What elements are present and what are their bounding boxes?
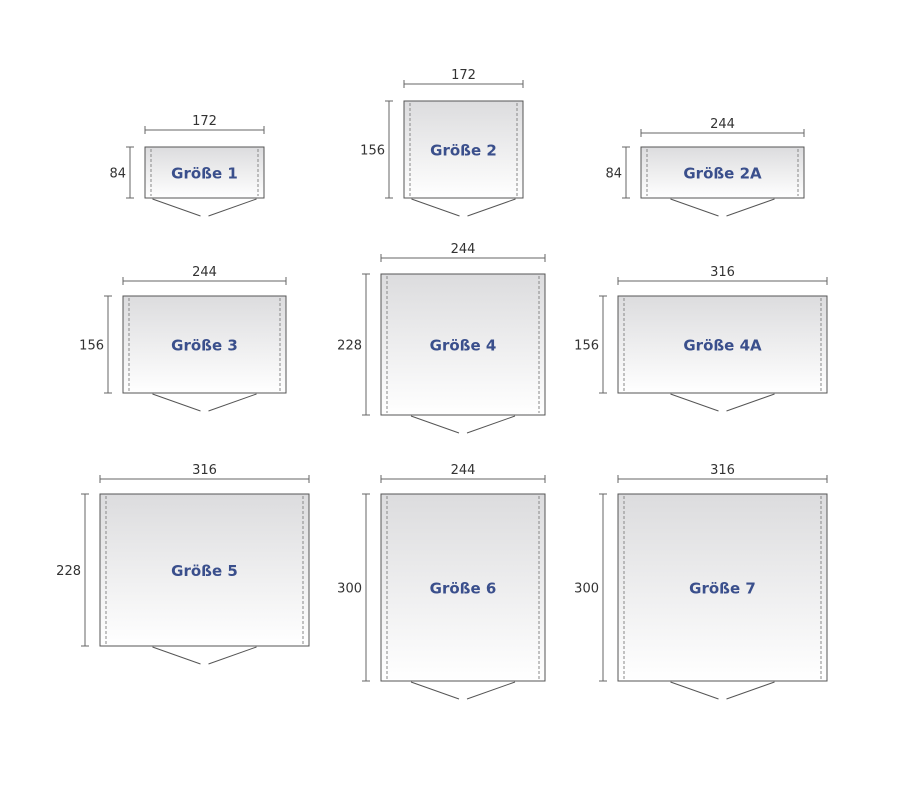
shed-outline xyxy=(617,493,828,682)
door-swing-left xyxy=(410,415,460,434)
door-swing-right xyxy=(726,393,775,412)
shed-size-4: 244 156 Größe 3 xyxy=(79,265,287,412)
size-label: Größe 7 xyxy=(689,580,756,598)
shed-size-8: 244 300 Größe 6 xyxy=(337,463,546,700)
depth-label: 300 xyxy=(337,582,362,597)
shed-size-6: 316 156 Größe 4A xyxy=(574,265,828,412)
door-swing-left xyxy=(152,198,201,217)
shed-size-7: 316 228 Größe 5 xyxy=(56,463,310,665)
door-swing-left xyxy=(670,393,719,412)
door-swing-left xyxy=(670,681,719,700)
width-label: 316 xyxy=(710,463,735,478)
door-swing-right xyxy=(208,646,257,665)
shed-outline xyxy=(403,100,524,199)
door-swing-left xyxy=(152,646,201,665)
door-swing-right xyxy=(208,198,257,217)
depth-label: 156 xyxy=(574,339,599,354)
shed-outline xyxy=(640,146,805,199)
width-label: 244 xyxy=(192,265,217,280)
depth-label: 84 xyxy=(109,167,126,182)
shed-size-2: 172 156 Größe 2 xyxy=(360,68,524,217)
shed-outline xyxy=(380,273,546,416)
size-label: Größe 2A xyxy=(683,165,762,183)
shed-size-1: 172 84 Größe 1 xyxy=(109,114,265,217)
size-label: Größe 1 xyxy=(171,165,238,183)
door-swing-right xyxy=(208,393,257,412)
depth-label: 84 xyxy=(605,167,622,182)
size-label: Größe 4A xyxy=(683,337,762,355)
door-swing-right xyxy=(466,415,516,434)
shed-size-3: 244 84 Größe 2A xyxy=(605,117,805,217)
depth-label: 156 xyxy=(79,339,104,354)
door-swing-left xyxy=(152,393,201,412)
width-label: 244 xyxy=(710,117,735,132)
width-label: 172 xyxy=(192,114,217,129)
size-label: Größe 6 xyxy=(430,580,497,598)
size-label: Größe 4 xyxy=(430,337,497,355)
shed-outline xyxy=(144,146,265,199)
width-label: 244 xyxy=(451,463,476,478)
shed-size-5: 244 228 Größe 4 xyxy=(337,242,546,434)
depth-label: 228 xyxy=(56,564,81,579)
depth-label: 228 xyxy=(337,339,362,354)
depth-label: 300 xyxy=(574,582,599,597)
size-label: Größe 2 xyxy=(430,142,497,160)
door-swing-right xyxy=(726,198,775,217)
door-swing-right xyxy=(467,198,516,217)
shed-outline xyxy=(380,493,546,682)
depth-label: 156 xyxy=(360,144,385,159)
door-swing-left xyxy=(410,681,460,700)
door-swing-right xyxy=(466,681,516,700)
door-swing-left xyxy=(670,198,719,217)
shed-outline xyxy=(617,295,828,394)
door-swing-right xyxy=(726,681,775,700)
width-label: 316 xyxy=(710,265,735,280)
shed-outline xyxy=(122,295,287,394)
door-swing-left xyxy=(411,198,460,217)
width-label: 316 xyxy=(192,463,217,478)
width-label: 244 xyxy=(451,242,476,257)
size-label: Größe 5 xyxy=(171,562,238,580)
size-label: Größe 3 xyxy=(171,337,238,355)
shed-outline xyxy=(99,493,310,647)
width-label: 172 xyxy=(451,68,476,83)
shed-size-9: 316 300 Größe 7 xyxy=(574,463,828,700)
